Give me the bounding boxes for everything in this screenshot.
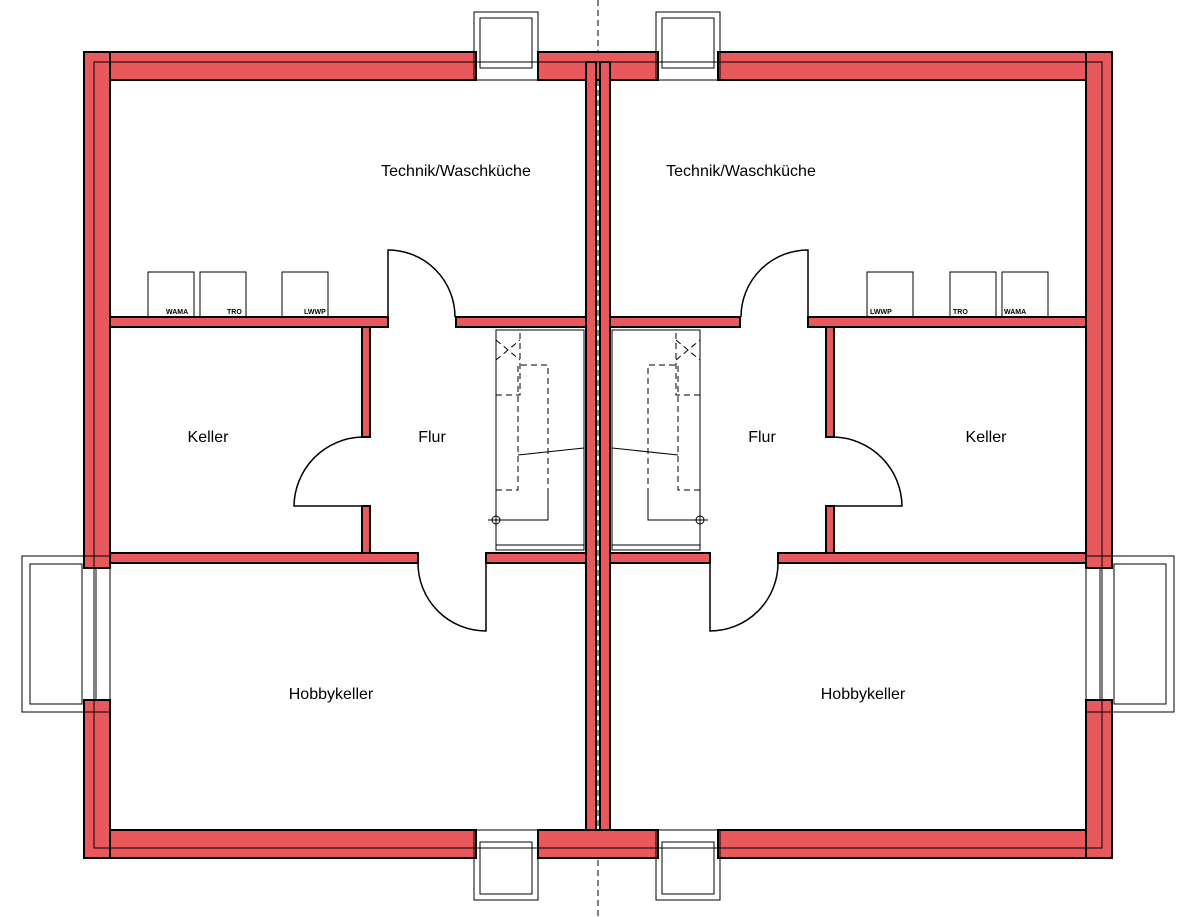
stairs-right — [611, 329, 708, 551]
appliance-label: LWWP — [870, 309, 892, 316]
interior-walls-left — [109, 316, 587, 564]
stairs-left — [488, 329, 585, 551]
room-label-keller: Keller — [966, 429, 1008, 446]
appliance-label: WAMA — [166, 309, 188, 316]
door-swings — [293, 249, 903, 632]
room-label-hobbykeller: Hobbykeller — [289, 686, 374, 703]
appliance-label: LWWP — [304, 309, 326, 316]
window-boxes — [21, 11, 1175, 901]
appliances-right: LWWP TRO WAMA — [866, 271, 1049, 318]
room-label-flur: Flur — [748, 429, 776, 446]
appliance-label: TRO — [227, 309, 242, 316]
room-labels-left: Technik/Waschküche Keller Flur Hobbykell… — [188, 163, 531, 703]
outer-walls — [83, 51, 1113, 859]
room-label-technik: Technik/Waschküche — [381, 163, 531, 180]
room-label-flur: Flur — [418, 429, 446, 446]
room-label-hobbykeller: Hobbykeller — [821, 686, 906, 703]
interior-walls-right — [609, 316, 1087, 564]
room-label-keller: Keller — [188, 429, 230, 446]
appliance-label: TRO — [953, 309, 968, 316]
appliances-left: WAMA TRO LWWP — [147, 271, 329, 318]
room-label-technik: Technik/Waschküche — [666, 163, 816, 180]
room-labels-right: Technik/Waschküche Keller Flur Hobbykell… — [666, 163, 1007, 703]
party-wall — [585, 61, 611, 831]
appliance-label: WAMA — [1004, 309, 1026, 316]
